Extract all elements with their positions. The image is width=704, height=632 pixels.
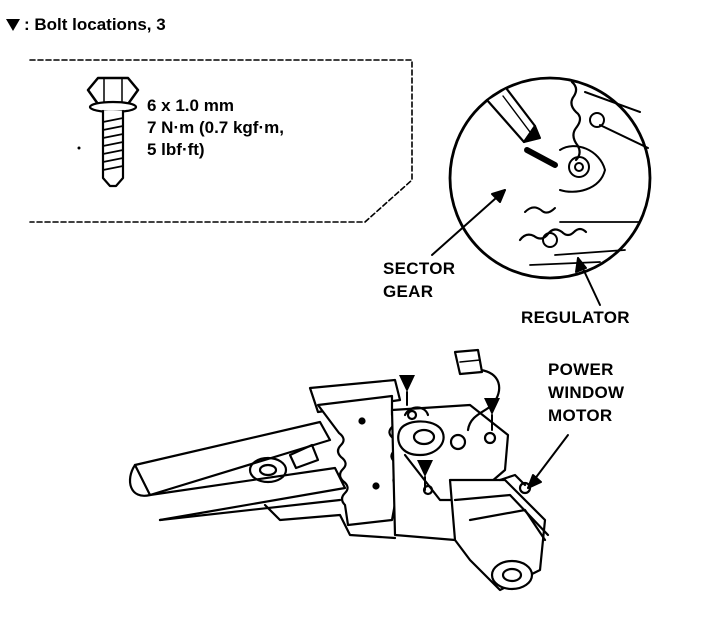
spec-callout-box [29, 59, 413, 223]
legend: : Bolt locations, 3 [6, 14, 166, 36]
bolt-location-triangle-icon [6, 19, 20, 31]
motor-label-line-3: MOTOR [548, 406, 613, 425]
regulator-label: REGULATOR [521, 308, 630, 327]
motor-label-line-2: WINDOW [548, 383, 625, 402]
regulator-assembly [128, 348, 550, 592]
bolt-location-markers [399, 375, 500, 491]
legend-text: : Bolt locations, 3 [24, 15, 166, 34]
detail-magnifier-circle [448, 76, 652, 280]
bolt-location-triangle-icon [417, 460, 433, 477]
sector-gear-label-line-1: SECTOR [383, 259, 456, 278]
bolt-location-triangle-icon [399, 375, 415, 392]
bolt-torque-line-2: 5 lbf·ft) [147, 140, 205, 159]
bolt-torque-line-1: 7 N·m (0.7 kgf·m, [147, 118, 284, 137]
bolt-location-triangle-icon [484, 398, 500, 415]
flange-bolt-icon [86, 76, 140, 188]
sector-gear-label-line-2: GEAR [383, 282, 434, 301]
motor-label-line-1: POWER [548, 360, 614, 379]
leader-lines [431, 189, 601, 489]
bolt-spec: 6 x 1.0 mm 7 N·m (0.7 kgf·m, 5 lbf·ft) [147, 95, 284, 161]
bolt-size: 6 x 1.0 mm [147, 96, 234, 115]
